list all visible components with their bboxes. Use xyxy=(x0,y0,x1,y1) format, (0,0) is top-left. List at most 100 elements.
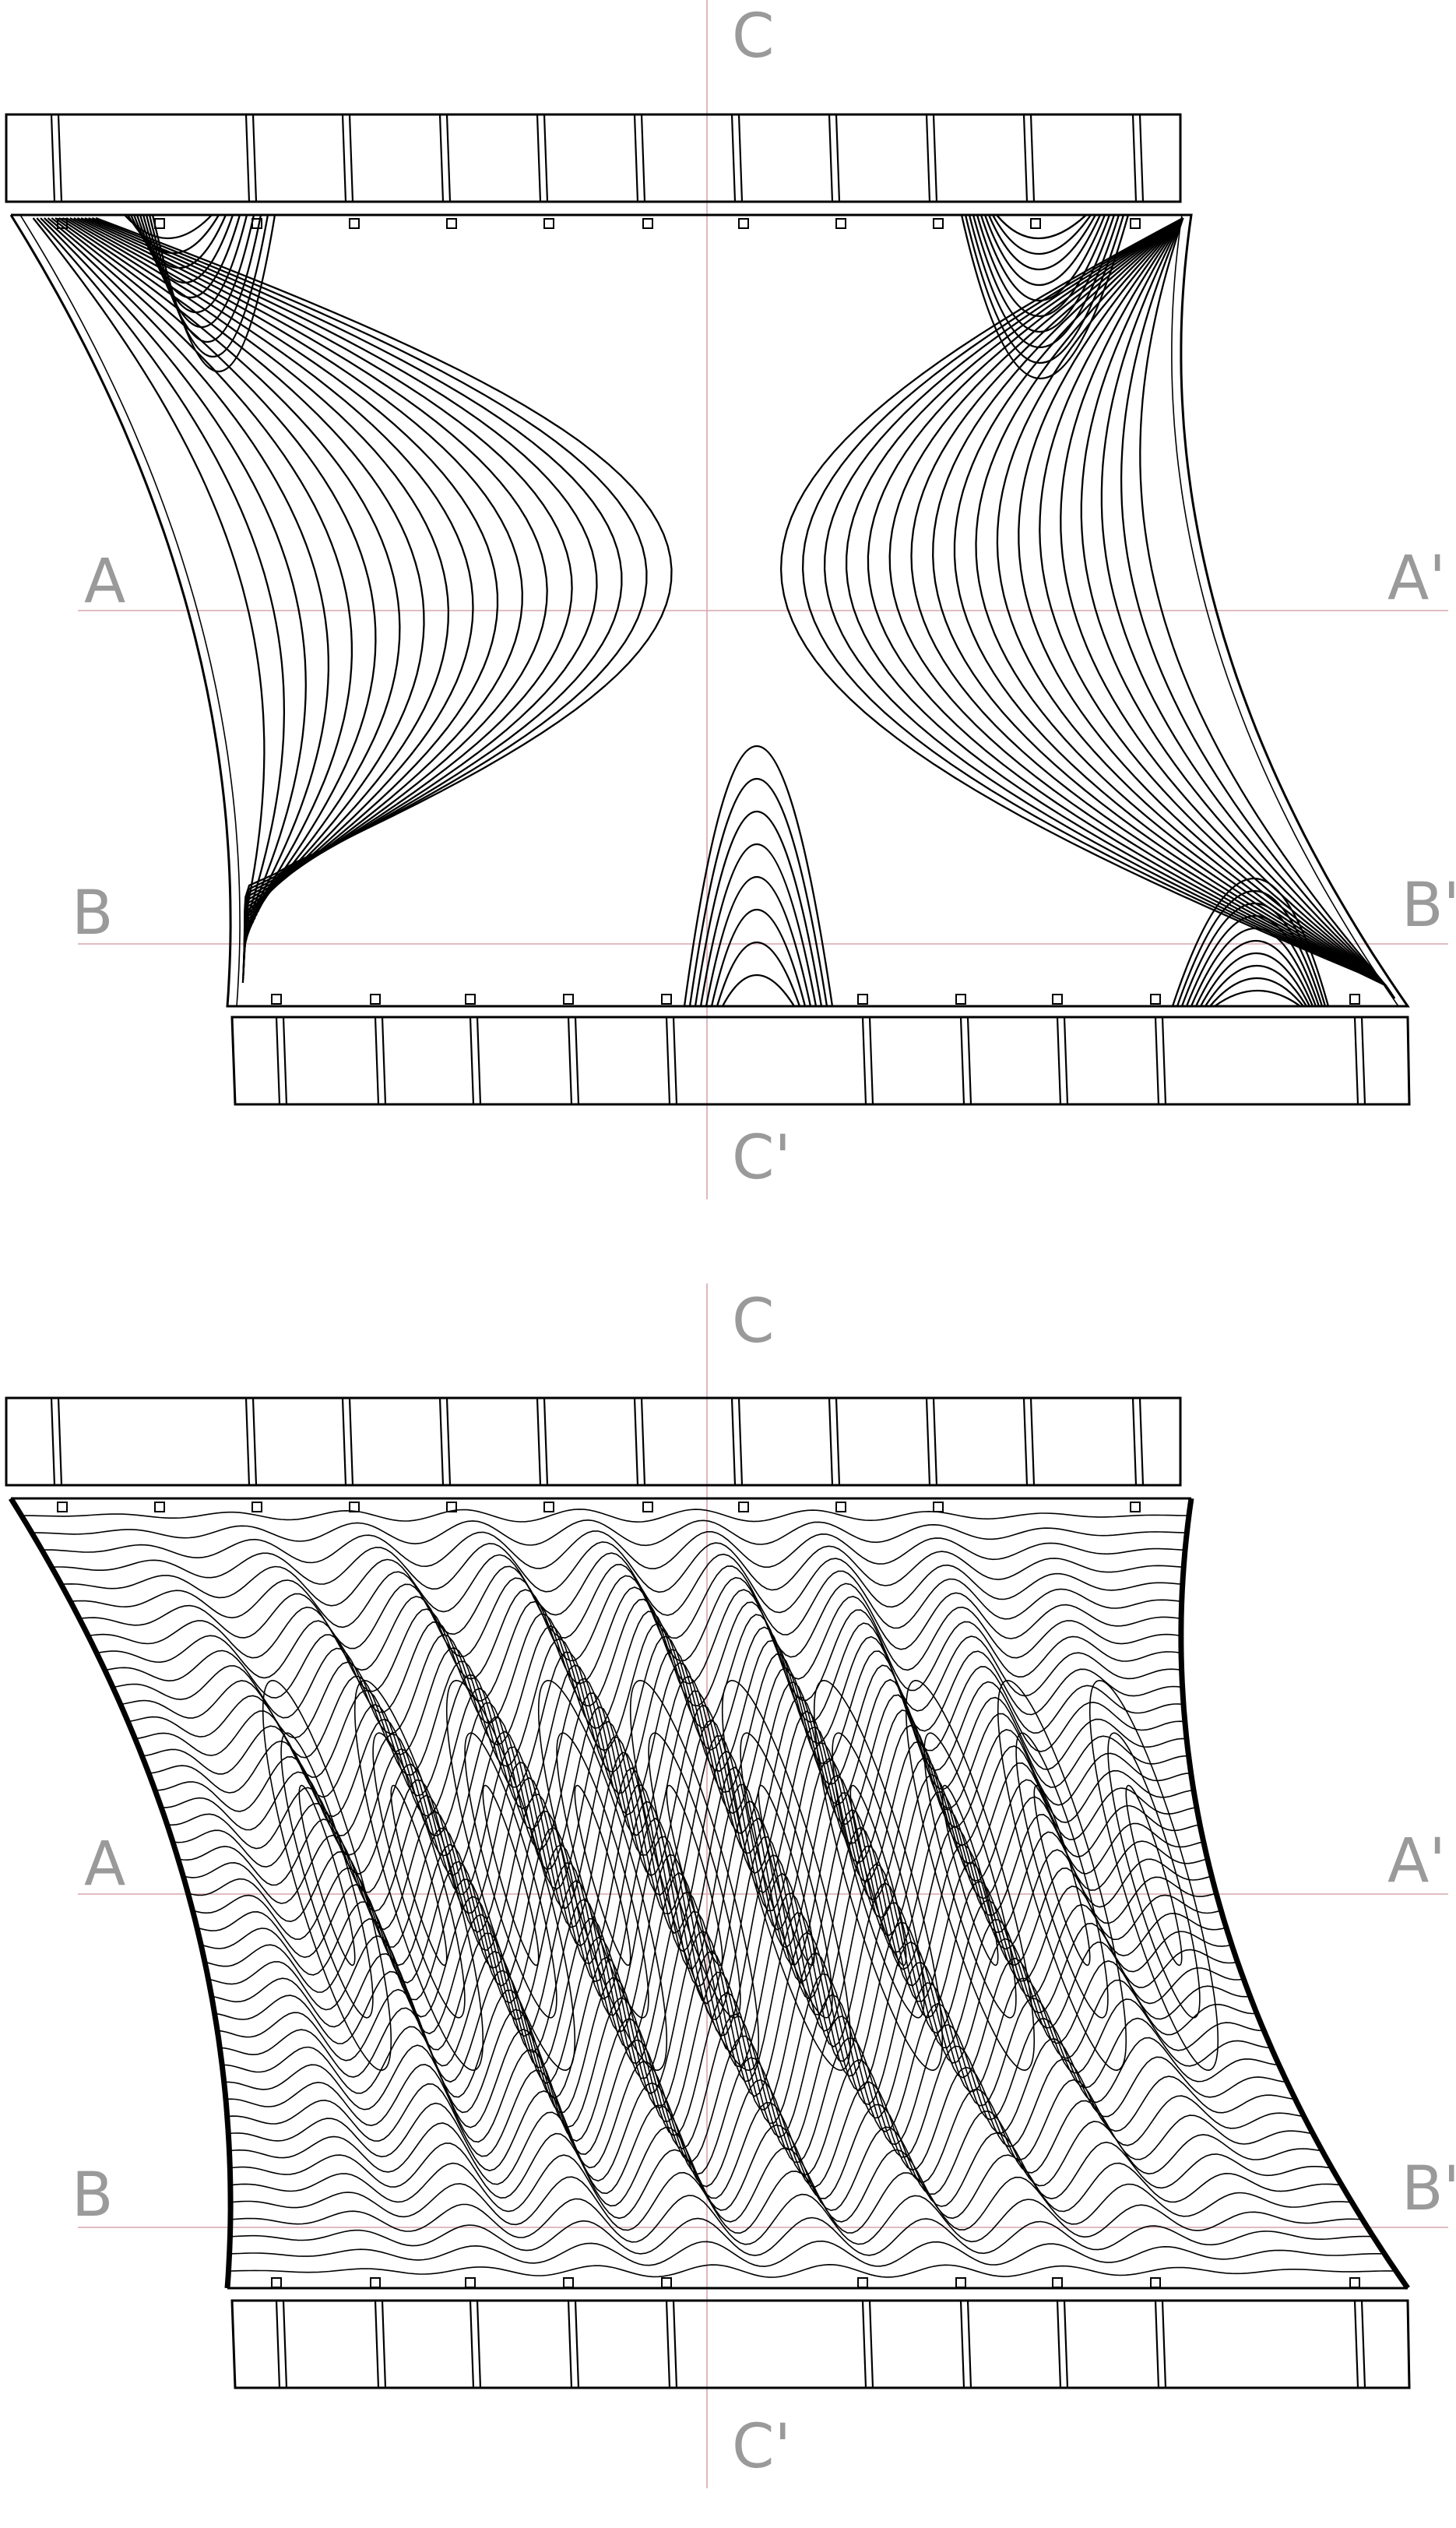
contour-wave-line xyxy=(222,1991,1279,2139)
contour-wave-line xyxy=(167,1735,1201,1915)
contour-line-left xyxy=(80,217,573,935)
contour-loop xyxy=(740,1732,833,2019)
contour-loop xyxy=(997,1680,1127,2071)
top-rail xyxy=(5,1396,1182,1487)
contour-line-right xyxy=(801,217,1396,999)
contour-loop xyxy=(556,1732,649,2019)
contour-loop xyxy=(629,1680,760,2071)
contour-tongue-right xyxy=(979,214,1106,302)
contour-loop xyxy=(372,1732,466,2019)
contour-line-right xyxy=(1039,217,1396,999)
contour-tongue-bottom-right xyxy=(1176,889,1327,1007)
rail-slot xyxy=(959,2300,972,2389)
contour-tongue-left xyxy=(139,214,248,314)
edge-strip-right xyxy=(1171,214,1399,1007)
contour-wave-line xyxy=(70,1563,1182,1639)
contour-line-right xyxy=(910,217,1396,999)
contour-loop xyxy=(574,1784,631,1966)
marker-square xyxy=(661,994,672,1005)
contour-wave-line xyxy=(228,2079,1314,2188)
contour-line-left xyxy=(55,217,401,961)
marker-square xyxy=(446,1502,457,1512)
contour-wave-line xyxy=(79,1575,1182,1662)
contour-loop xyxy=(849,1784,907,1966)
rail-slot xyxy=(244,1397,258,1486)
marker-square xyxy=(642,218,653,229)
label-c-top: C xyxy=(732,2,775,72)
bottom-rail xyxy=(230,1016,1411,1106)
rail-slot xyxy=(50,1397,63,1486)
rail-slot xyxy=(861,2300,874,2389)
contour-tongue-left xyxy=(145,214,262,343)
marker-square xyxy=(955,2277,966,2288)
contour-line-right xyxy=(1100,217,1396,999)
rail-slot xyxy=(244,114,258,202)
contour-line-left xyxy=(91,217,648,924)
rail-slot xyxy=(1022,114,1036,202)
contour-loop xyxy=(941,1784,999,1966)
marker-square xyxy=(857,994,868,1005)
marker-square xyxy=(563,2277,574,2288)
rail-slot xyxy=(730,1397,744,1486)
label-c-bottom: C' xyxy=(732,1123,791,1193)
contour-tongue-center xyxy=(683,745,834,1007)
contour-loop xyxy=(537,1680,668,2071)
contour-line-right xyxy=(953,217,1396,999)
marker-square xyxy=(857,2277,868,2288)
rail-slot xyxy=(633,1397,646,1486)
marker-square xyxy=(1349,994,1360,1005)
marker-square xyxy=(933,1502,944,1512)
contour-loop xyxy=(1088,1680,1219,2071)
contour-line-left xyxy=(95,217,673,921)
contour-tongue-center xyxy=(694,810,823,1007)
contour-wave-line xyxy=(41,1530,1186,1570)
contour-tongue-right xyxy=(983,214,1102,287)
contour-line-left xyxy=(47,217,353,969)
contour-line-right xyxy=(823,217,1396,999)
contour-loop xyxy=(1015,1732,1109,2019)
contour-line-right xyxy=(932,217,1396,999)
rail-slot xyxy=(341,114,354,202)
rail-slot xyxy=(861,1016,874,1105)
contour-wave-line xyxy=(128,1649,1185,1794)
contour-loop xyxy=(721,1680,852,2071)
contour-wave-line xyxy=(214,1930,1257,2097)
label-a-right: A' xyxy=(1387,1826,1446,1896)
contour-loop xyxy=(813,1680,944,2071)
marker-square xyxy=(563,994,574,1005)
rail-slot xyxy=(567,1016,580,1105)
contour-line-left xyxy=(32,217,266,984)
rail-slot xyxy=(50,114,63,202)
contour-wave-line xyxy=(229,2240,1385,2267)
rail-slot xyxy=(469,1016,482,1105)
contour-wave-line xyxy=(216,1950,1264,2111)
contour-line-left xyxy=(88,217,623,928)
contour-wave-line xyxy=(61,1552,1183,1616)
contour-wave-line xyxy=(220,1971,1271,2125)
marker-square xyxy=(1130,218,1141,229)
contour-wave-line xyxy=(31,1519,1187,1547)
label-b-right: B' xyxy=(1401,871,1456,941)
bottom-diagram-svg xyxy=(5,1283,1448,2488)
contour-loop xyxy=(666,1784,723,1966)
rail-slot xyxy=(1022,1397,1036,1486)
marker-square xyxy=(465,994,476,1005)
contour-loop xyxy=(353,1680,484,2071)
marker-square xyxy=(642,1502,653,1512)
rail-slot xyxy=(1154,1016,1167,1105)
contour-line-left xyxy=(84,217,598,932)
marker-square xyxy=(1130,1502,1141,1512)
contour-loop xyxy=(1033,1784,1091,1966)
contour-wave-line xyxy=(178,1766,1208,1952)
contour-line-right xyxy=(1080,217,1396,999)
marker-square xyxy=(271,2277,282,2288)
contour-wave-line xyxy=(228,2263,1396,2278)
contour-wave-line xyxy=(230,2193,1363,2245)
rail-slot xyxy=(959,1016,972,1105)
contour-tongue-right xyxy=(968,214,1120,349)
rail-slot xyxy=(828,114,841,202)
rail-slot xyxy=(665,2300,678,2389)
contour-loop xyxy=(445,1680,576,2071)
contour-wave-line xyxy=(223,2013,1288,2151)
contour-loop xyxy=(482,1784,540,1966)
